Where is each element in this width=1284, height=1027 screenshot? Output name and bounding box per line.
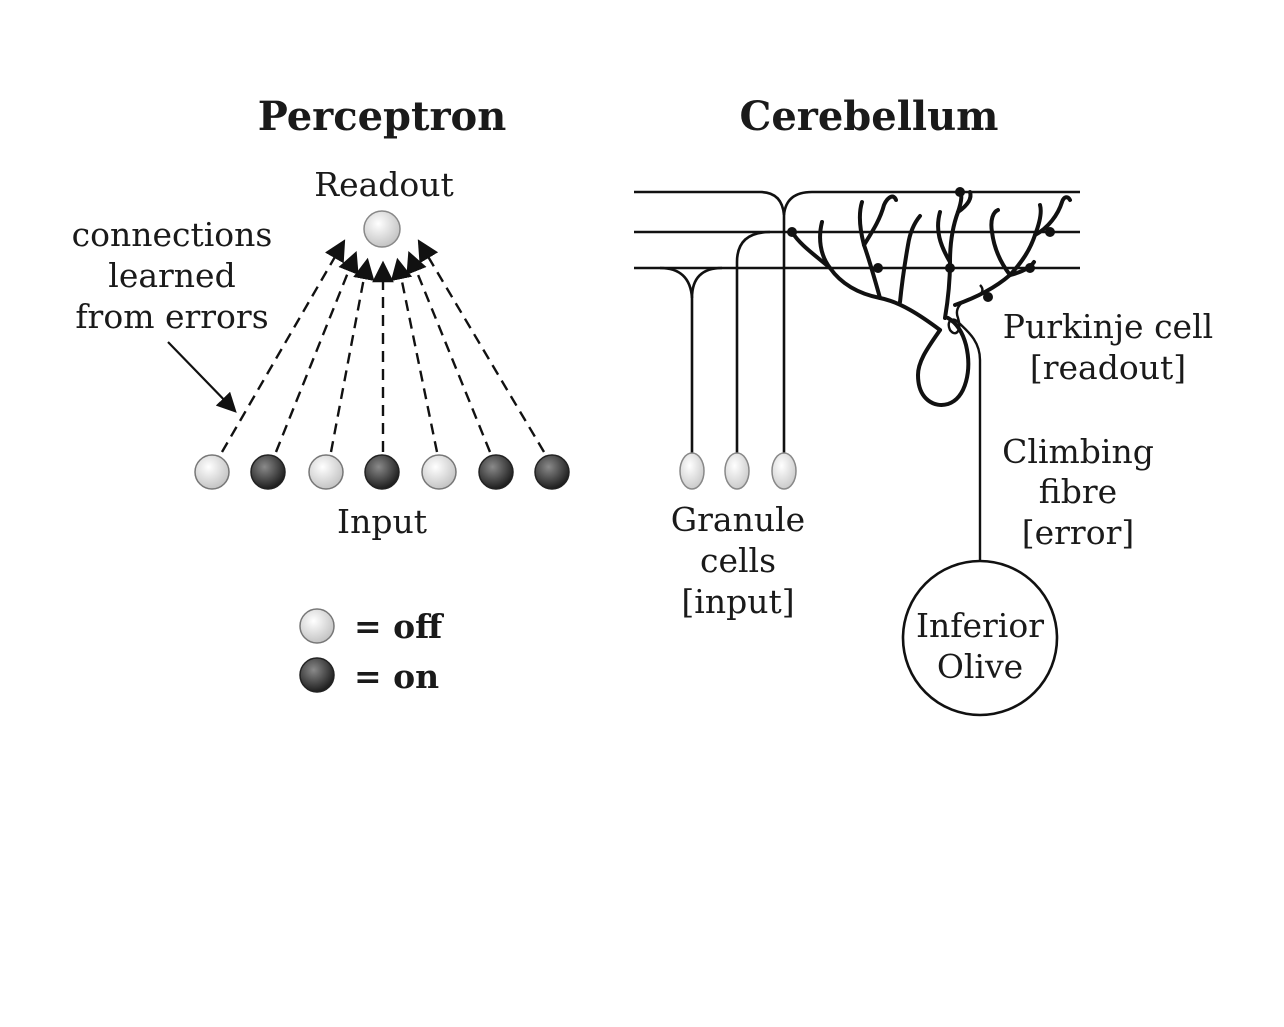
perceptron-panel: Perceptron Readout connections learned f… xyxy=(72,93,570,696)
legend: = off = on xyxy=(299,607,444,696)
annotation-line-3: from errors xyxy=(75,297,268,336)
input-label: Input xyxy=(337,502,427,541)
granule-cell-1 xyxy=(679,452,705,490)
annotation-line-1: connections xyxy=(72,215,273,254)
purkinje-branch-a xyxy=(857,200,882,300)
input-node-4 xyxy=(364,454,400,490)
purkinje-label-line-1: Purkinje cell xyxy=(1003,307,1213,346)
purkinje-branch-h xyxy=(989,208,1012,277)
legend-on-swatch xyxy=(299,657,335,693)
synapse-dot-4 xyxy=(873,263,883,273)
cerebellum-title: Cerebellum xyxy=(739,93,998,140)
connection-arrow-7 xyxy=(417,239,546,453)
input-node-1 xyxy=(194,454,230,490)
granule-label-line-2: cells xyxy=(700,541,776,580)
granule-axon-2 xyxy=(735,230,771,455)
inferior-olive-circle xyxy=(901,559,1059,717)
olive-label-line-1: Inferior xyxy=(916,606,1044,645)
synapse-dot-5 xyxy=(945,263,955,273)
purkinje-soma xyxy=(916,316,971,407)
purkinje-branch-b xyxy=(862,194,898,247)
purkinje-branch-c xyxy=(790,230,832,270)
synapse-dot-1 xyxy=(955,187,965,197)
annotation-line-2: learned xyxy=(108,256,235,295)
legend-off-swatch xyxy=(299,608,335,644)
parallel-fibre-1-branch xyxy=(782,190,1080,216)
connection-arrow-1 xyxy=(220,239,346,453)
input-node-6 xyxy=(478,454,514,490)
purkinje-branch-d xyxy=(898,214,922,304)
granule-label-line-1: Granule xyxy=(671,500,805,539)
connection-arrow-3 xyxy=(329,257,375,453)
granule-axon-1-branch xyxy=(659,266,694,299)
granule-axon-1 xyxy=(690,266,723,455)
synapse-dot-2 xyxy=(787,227,797,237)
synapse-dot-6 xyxy=(1025,263,1035,273)
purkinje-branch-f xyxy=(936,210,952,264)
cerebellum-panel: Cerebellum Granule cells [input] xyxy=(634,93,1213,717)
purkinje-branch-i xyxy=(1033,195,1072,237)
purkinje-label-line-2: [readout] xyxy=(1030,348,1186,387)
legend-on-label: = on xyxy=(354,657,439,696)
annotation-pointer-arrow xyxy=(167,341,237,413)
input-node-7 xyxy=(534,454,570,490)
readout-node xyxy=(363,210,401,248)
readout-label: Readout xyxy=(314,165,454,204)
climbing-label-line-2: fibre xyxy=(1039,472,1117,511)
connection-arrow-6 xyxy=(406,250,492,453)
connection-arrow-2 xyxy=(274,250,359,453)
legend-off-label: = off xyxy=(354,607,444,646)
input-node-2 xyxy=(250,454,286,490)
input-nodes xyxy=(194,454,570,490)
granule-cell-2 xyxy=(724,452,750,490)
synapse-dot-7 xyxy=(983,292,993,302)
climbing-label-line-3: [error] xyxy=(1022,513,1134,552)
input-node-5 xyxy=(421,454,457,490)
climbing-label-line-1: Climbing xyxy=(1002,432,1154,471)
purkinje-branch-j xyxy=(1008,260,1036,277)
granule-cells xyxy=(679,452,797,490)
granule-label-line-3: [input] xyxy=(681,582,794,621)
purkinje-branch-e xyxy=(943,188,964,320)
olive-label-line-2: Olive xyxy=(937,647,1023,686)
climbing-fibre xyxy=(947,284,984,560)
connection-arrow-5 xyxy=(390,257,439,453)
purkinje-dendrite-right xyxy=(953,203,1043,307)
input-node-3 xyxy=(308,454,344,490)
connection-arrows xyxy=(220,239,546,453)
synapse-dot-3 xyxy=(1045,227,1055,237)
purkinje-dendrite-left xyxy=(818,220,942,332)
purkinje-branch-g xyxy=(956,190,973,214)
granule-cell-3 xyxy=(771,452,797,490)
purkinje-cell xyxy=(787,187,1072,407)
perceptron-title: Perceptron xyxy=(258,93,507,140)
